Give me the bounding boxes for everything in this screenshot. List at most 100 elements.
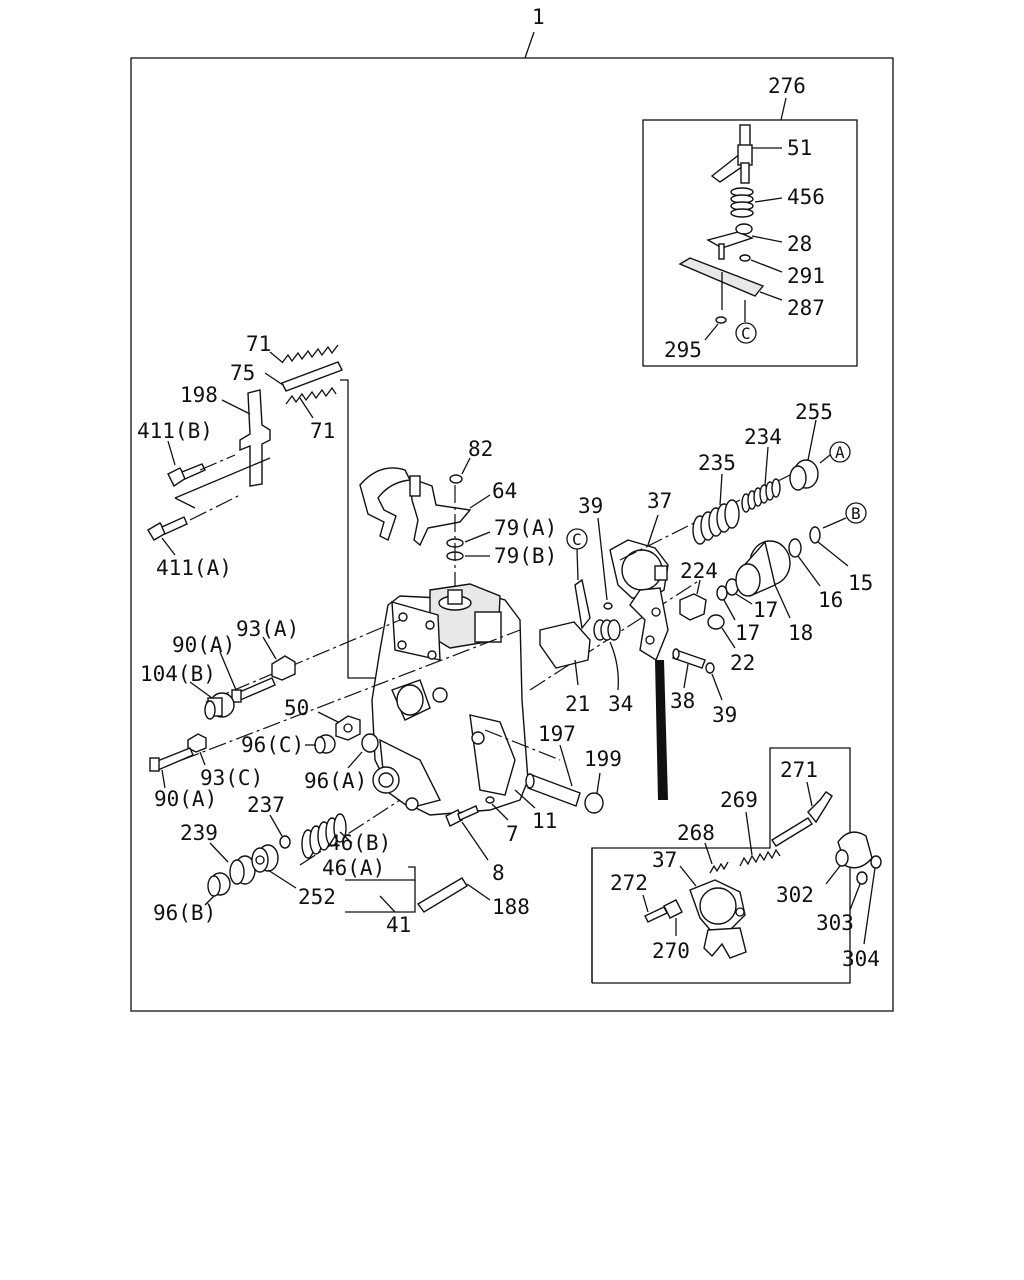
- part-label: 50: [284, 696, 309, 720]
- part-label: 270: [652, 939, 690, 963]
- part-39-upper: [603, 602, 613, 610]
- part-label: 34: [608, 692, 633, 716]
- part-label: 71: [310, 419, 335, 443]
- part-label: 64: [492, 479, 517, 503]
- part-291: [739, 254, 751, 262]
- inset-276: 276 51 456 28 291: [642, 74, 858, 367]
- part-label: 7: [506, 822, 519, 846]
- part-15: [809, 526, 821, 544]
- inset-lower-right: [591, 747, 851, 984]
- callout-a: A: [829, 441, 851, 463]
- part-302-cap: [835, 831, 873, 869]
- part-96c-plug: [314, 734, 336, 754]
- part-label: 104(B): [140, 662, 216, 686]
- part-label: 38: [670, 689, 695, 713]
- part-label: 11: [532, 809, 557, 833]
- part-label: 197: [538, 722, 576, 746]
- part-label: 37: [652, 848, 677, 872]
- part-90a-screw: [231, 677, 276, 703]
- part-label: 96(A): [304, 769, 367, 793]
- part-label: 96(B): [153, 901, 216, 925]
- part-18-cup: [735, 540, 791, 597]
- part-label: 46(A): [322, 856, 385, 880]
- part-198-bracket: [239, 389, 271, 487]
- part-22: [707, 614, 725, 630]
- part-label: 39: [712, 703, 737, 727]
- part-label: 17: [753, 598, 778, 622]
- part-71-spring-bottom: [285, 386, 337, 405]
- callout-b: B: [845, 502, 867, 524]
- part-label: 16: [818, 588, 843, 612]
- label-assembly-1: 1: [532, 5, 545, 29]
- part-90a-screw-lower: [149, 747, 194, 772]
- part-46b-spring: [301, 813, 347, 859]
- part-label: 90(A): [172, 633, 235, 657]
- part-295: [715, 316, 727, 324]
- part-label: 96(C): [241, 733, 304, 757]
- part-label: C: [741, 324, 751, 343]
- part-label: 291: [787, 264, 825, 288]
- part-64-lever: [359, 467, 472, 547]
- part-label: 456: [787, 185, 825, 209]
- part-252: [251, 844, 279, 873]
- part-39-lower: [705, 662, 715, 674]
- part-456-spring: [730, 187, 754, 218]
- assembly-frame: [130, 57, 894, 1012]
- part-label: 303: [816, 911, 854, 935]
- part-label: 239: [180, 821, 218, 845]
- part-label: 82: [468, 437, 493, 461]
- part-7: [485, 796, 495, 804]
- part-label: B: [851, 504, 861, 523]
- part-label: 75: [230, 361, 255, 385]
- part-16: [788, 538, 802, 558]
- part-label: 198: [180, 383, 218, 407]
- part-93c-nut: [187, 733, 207, 753]
- part-label: 234: [744, 425, 782, 449]
- part-label: C: [572, 530, 582, 549]
- part-label: 39: [578, 494, 603, 518]
- part-197-pin: [525, 773, 581, 807]
- part-label: 272: [610, 871, 648, 895]
- part-label: 235: [698, 451, 736, 475]
- part-label: 411(B): [137, 419, 213, 443]
- part-label: 93(C): [200, 766, 263, 790]
- part-188-stud: [416, 877, 468, 913]
- part-label: 302: [776, 883, 814, 907]
- callout-c-bracket: C: [566, 528, 588, 550]
- part-71-spring-top: [281, 344, 339, 364]
- part-93a-nut: [271, 655, 296, 681]
- part-label: 51: [787, 136, 812, 160]
- part-271-rod: [771, 791, 833, 847]
- governor-housing: [371, 583, 529, 816]
- part-label: 304: [842, 947, 880, 971]
- part-label: 41: [386, 913, 411, 937]
- part-8-bolt: [445, 805, 479, 827]
- part-label: 269: [720, 788, 758, 812]
- part-label: 93(A): [236, 617, 299, 641]
- part-255-cap: [789, 459, 819, 491]
- part-label: 237: [247, 793, 285, 817]
- part-82: [449, 474, 463, 484]
- part-label: 17: [735, 621, 760, 645]
- part-411a-bolt: [147, 516, 188, 541]
- part-17-lower: [716, 585, 728, 601]
- part-label: 276: [768, 74, 806, 98]
- part-303: [856, 871, 868, 885]
- part-label: 188: [492, 895, 530, 919]
- part-label: 15: [848, 571, 873, 595]
- part-269-spring: [739, 848, 781, 867]
- part-37-lever-inset: [689, 879, 747, 959]
- part-96a: [361, 733, 379, 753]
- part-37-lever: [609, 539, 669, 662]
- part-label: 287: [787, 296, 825, 320]
- part-label: 37: [647, 489, 672, 513]
- part-label: 268: [677, 821, 715, 845]
- part-21-bracket: [539, 578, 591, 669]
- part-51: [710, 124, 753, 184]
- part-label: 255: [795, 400, 833, 424]
- part-234-spring: [741, 478, 781, 513]
- part-label: 46(B): [328, 831, 391, 855]
- part-label: 21: [565, 692, 590, 716]
- part-label: 28: [787, 232, 812, 256]
- part-label: 18: [788, 621, 813, 645]
